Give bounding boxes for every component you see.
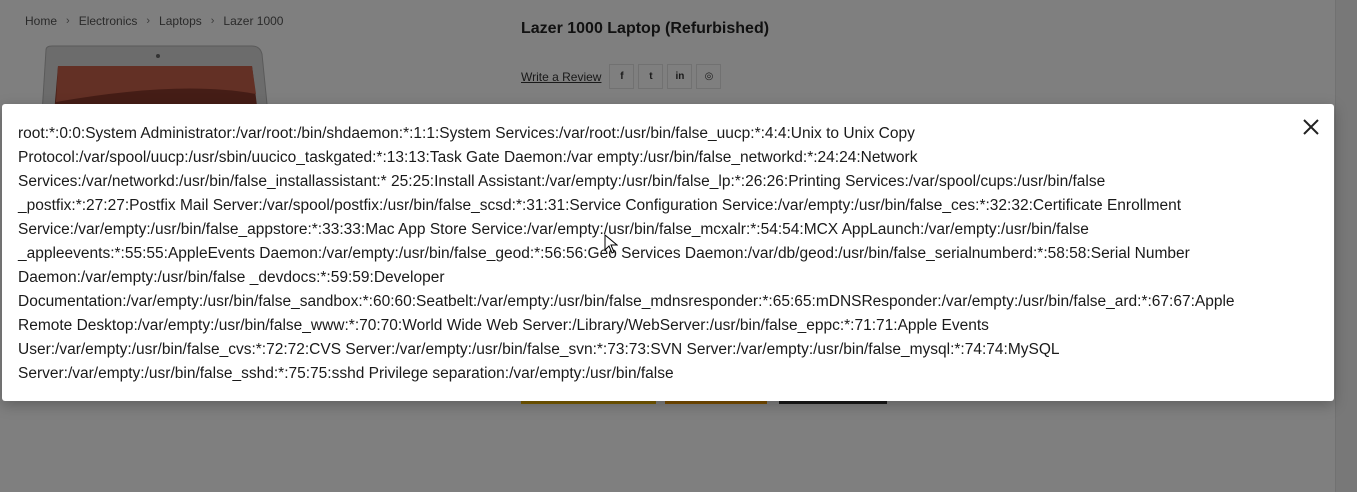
mouse-cursor-icon (604, 234, 618, 254)
close-icon[interactable] (1300, 116, 1322, 138)
modal-text-line: User:/var/empty:/usr/bin/false_cvs:*:72:… (18, 341, 1060, 358)
modal-text-line: Protocol:/var/spool/uucp:/usr/sbin/uucic… (18, 149, 918, 166)
modal-text-line: Services:/var/networkd:/usr/bin/false_in… (18, 173, 1106, 190)
modal-text-line: root:*:0:0:System Administrator:/var/roo… (18, 125, 915, 142)
modal-dialog: root:*:0:0:System Administrator:/var/roo… (2, 104, 1334, 401)
modal-text-line: Server:/var/empty:/usr/bin/false_sshd:*:… (18, 365, 674, 382)
modal-text-line: Documentation:/var/empty:/usr/bin/false_… (18, 293, 1235, 310)
modal-text-line: _postfix:*:27:27:Postfix Mail Server:/va… (18, 197, 1182, 214)
modal-text-line: Service:/var/empty:/usr/bin/false_appsto… (18, 221, 1089, 238)
modal-text-line: _appleevents:*:55:55:AppleEvents Daemon:… (18, 245, 1190, 262)
modal-text-line: Remote Desktop:/var/empty:/usr/bin/false… (18, 317, 989, 334)
modal-text-line: Daemon:/var/empty:/usr/bin/false _devdoc… (18, 269, 445, 286)
modal-content-text: root:*:0:0:System Administrator:/var/roo… (18, 122, 1308, 386)
